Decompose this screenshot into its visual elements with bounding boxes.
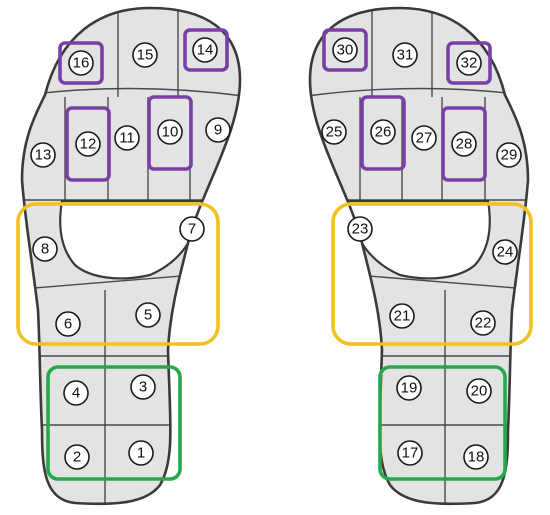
svg-text:26: 26: [375, 124, 392, 141]
svg-text:9: 9: [214, 122, 222, 139]
sensor-25: 25: [321, 119, 347, 145]
right-foot-outline: [308, 6, 530, 506]
sensor-22: 22: [470, 310, 496, 336]
svg-text:11: 11: [119, 130, 135, 147]
sensor-21: 21: [389, 303, 415, 329]
svg-text:31: 31: [397, 47, 414, 64]
sensor-15: 15: [132, 42, 158, 68]
sensor-17: 17: [397, 440, 423, 466]
svg-text:24: 24: [497, 244, 514, 261]
sensor-16: 16: [68, 50, 94, 76]
sensor-32: 32: [456, 50, 482, 76]
sensor-28: 28: [451, 131, 477, 157]
svg-text:21: 21: [394, 308, 411, 325]
sensor-13: 13: [30, 142, 56, 168]
toe-group-box-12: [65, 106, 111, 182]
toe-group-box-30: [322, 28, 368, 72]
svg-text:3: 3: [139, 379, 147, 396]
svg-text:7: 7: [188, 221, 196, 238]
sensor-10: 10: [157, 119, 183, 145]
svg-text:16: 16: [73, 55, 90, 72]
svg-text:30: 30: [337, 42, 354, 59]
sensor-24: 24: [492, 239, 518, 265]
sensor-14: 14: [192, 37, 218, 63]
svg-text:25: 25: [326, 124, 343, 141]
svg-text:14: 14: [197, 42, 214, 59]
sensor-5: 5: [135, 302, 161, 328]
svg-text:2: 2: [73, 449, 81, 466]
svg-text:4: 4: [72, 385, 80, 402]
sensor-30: 30: [332, 37, 358, 63]
toe-group-box-10: [147, 95, 193, 171]
svg-text:6: 6: [64, 316, 72, 333]
sensor-20: 20: [466, 378, 492, 404]
svg-text:17: 17: [402, 445, 419, 462]
sensor-4: 4: [63, 380, 89, 406]
toe-group-box-16: [58, 41, 104, 85]
sensor-26: 26: [370, 119, 396, 145]
sensor-12: 12: [75, 131, 101, 157]
sensor-27: 27: [411, 125, 437, 151]
svg-text:32: 32: [461, 55, 478, 72]
sensor-11: 11: [114, 125, 140, 151]
sensor-6: 6: [55, 311, 81, 337]
toe-group-box-32: [446, 41, 492, 85]
svg-text:18: 18: [468, 449, 485, 466]
svg-text:28: 28: [456, 136, 473, 153]
midfoot-group-box-right: [331, 202, 533, 346]
heel-group-box-right: [378, 365, 507, 481]
sensor-29: 29: [496, 142, 522, 168]
svg-text:22: 22: [475, 315, 492, 332]
svg-text:23: 23: [352, 221, 369, 238]
toe-group-box-26: [360, 95, 406, 171]
heel-group-box-left: [46, 365, 182, 481]
svg-text:8: 8: [41, 241, 49, 258]
sensor-23: 23: [347, 216, 373, 242]
svg-text:12: 12: [80, 136, 97, 153]
toe-group-box-14: [183, 28, 229, 72]
midfoot-group-box-left: [16, 202, 220, 346]
svg-text:13: 13: [35, 147, 52, 164]
sensor-31: 31: [392, 42, 418, 68]
sensor-9: 9: [205, 117, 231, 143]
svg-text:15: 15: [137, 47, 154, 64]
highlight-boxes: [16, 28, 533, 481]
svg-text:27: 27: [416, 130, 433, 147]
svg-text:1: 1: [137, 445, 145, 462]
sensor-labels: 16 15 14 13 12 11 10 9 8 7 6 5 4 3 2 1 3…: [30, 37, 522, 470]
sensor-19: 19: [396, 375, 422, 401]
sensor-7: 7: [179, 216, 205, 242]
toe-group-box-28: [441, 106, 487, 182]
sensor-2: 2: [64, 444, 90, 470]
sensor-8: 8: [32, 236, 58, 262]
sensor-1: 1: [128, 440, 154, 466]
svg-text:5: 5: [144, 307, 152, 324]
svg-text:29: 29: [501, 147, 518, 164]
left-foot-outline: [20, 6, 242, 506]
svg-text:19: 19: [401, 380, 418, 397]
sensor-3: 3: [130, 374, 156, 400]
svg-text:20: 20: [471, 383, 488, 400]
svg-text:10: 10: [162, 124, 179, 141]
sensor-18: 18: [463, 444, 489, 470]
